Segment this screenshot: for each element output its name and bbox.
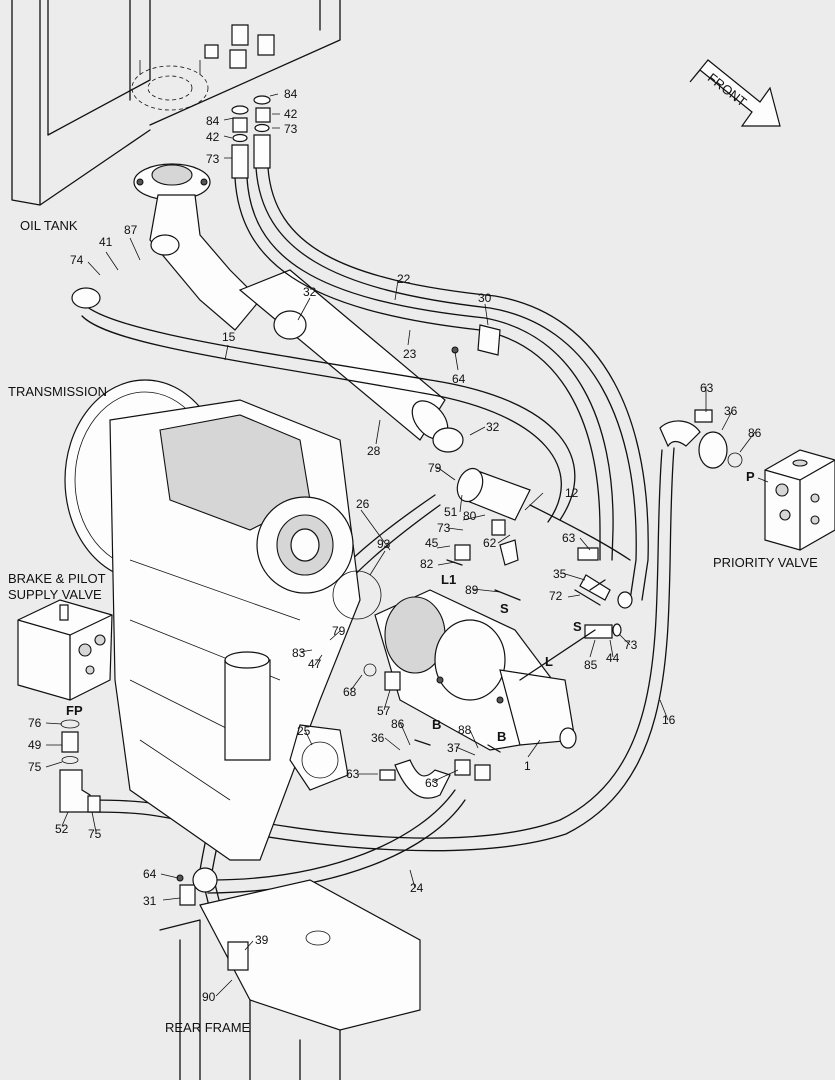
- misc-parts: [176, 324, 601, 882]
- callout: 31: [143, 894, 157, 908]
- callout: 24: [410, 881, 424, 895]
- callout: 90: [202, 990, 216, 1004]
- port-label: FP: [66, 703, 83, 718]
- pump-drawing: [374, 589, 577, 751]
- callout: 12: [565, 486, 579, 500]
- callout: 86: [748, 426, 762, 440]
- callout: 1: [524, 759, 531, 773]
- callout: 64: [452, 372, 466, 386]
- callout: 30: [478, 291, 492, 305]
- port-labels: FP L1 S S L B B P: [66, 469, 755, 744]
- callout: 79: [332, 624, 346, 638]
- priority-inlet-fittings: [659, 409, 743, 469]
- callout: 85: [584, 658, 598, 672]
- callout: 37: [447, 741, 461, 755]
- tank-fittings: [204, 24, 275, 179]
- port-label: S: [573, 619, 582, 634]
- callout: 73: [624, 638, 638, 652]
- callout: 76: [28, 716, 42, 730]
- callout: 32: [486, 420, 500, 434]
- callout: 72: [549, 589, 563, 603]
- transmission-label: TRANSMISSION: [8, 384, 107, 399]
- port-label: B: [497, 729, 506, 744]
- callout: 44: [606, 651, 620, 665]
- callout: 82: [420, 557, 434, 571]
- priority-valve-drawing: [764, 449, 835, 551]
- callout: 52: [55, 822, 69, 836]
- callout: 79: [428, 461, 442, 475]
- callout: 87: [124, 223, 138, 237]
- brake-pilot-label-2: SUPPLY VALVE: [8, 587, 102, 602]
- callout: 16: [662, 713, 676, 727]
- callout: 32: [303, 285, 317, 299]
- port-label: L: [545, 654, 553, 669]
- suction-fittings: [273, 310, 531, 566]
- callout: 23: [403, 347, 417, 361]
- callout: 42: [206, 130, 220, 144]
- callout: 86: [391, 717, 405, 731]
- callout: 45: [425, 536, 439, 550]
- port-label: S: [500, 601, 509, 616]
- callout: 73: [206, 152, 220, 166]
- callout: 84: [284, 87, 298, 101]
- callout: 49: [28, 738, 42, 752]
- leader-lines: [45, 93, 769, 997]
- rear-frame-label: REAR FRAME: [165, 1020, 251, 1035]
- callout: 88: [458, 723, 472, 737]
- callout: 63: [700, 381, 714, 395]
- callout: 89: [465, 583, 479, 597]
- pressure-fittings: [519, 547, 633, 681]
- rear-frame-drawing: [159, 867, 421, 1080]
- callout: 74: [70, 253, 84, 267]
- callout: 25: [297, 724, 311, 738]
- port-label: B: [432, 717, 441, 732]
- callout: 47: [308, 657, 322, 671]
- callout: 75: [28, 760, 42, 774]
- callout: 73: [284, 122, 298, 136]
- oil-tank-label: OIL TANK: [20, 218, 78, 233]
- callout: 63: [346, 767, 360, 781]
- front-arrow: [689, 59, 781, 127]
- callout: 63: [562, 531, 576, 545]
- callout: 28: [367, 444, 381, 458]
- callout: 80: [463, 509, 477, 523]
- brake-pilot-label-1: BRAKE & PILOT: [8, 571, 106, 586]
- callout: 15: [222, 330, 236, 344]
- port-label: L1: [441, 572, 456, 587]
- callout: 41: [99, 235, 113, 249]
- callout: 63: [425, 776, 439, 790]
- callout: 57: [377, 704, 391, 718]
- callout-numbers: 84 42 73 84 42 73 41 87 74 32 22 30 15 2…: [28, 87, 762, 1004]
- callout: 39: [255, 933, 269, 947]
- callout: 51: [444, 505, 458, 519]
- callout: 73: [437, 521, 451, 535]
- callout: 68: [343, 685, 357, 699]
- callout: 84: [206, 114, 220, 128]
- callout: 83: [292, 646, 306, 660]
- callout: 42: [284, 107, 298, 121]
- callout: 93: [377, 537, 391, 551]
- callout: 35: [553, 567, 567, 581]
- callout: 64: [143, 867, 157, 881]
- brake-valve-drawing: [17, 599, 113, 813]
- callout: 26: [356, 497, 370, 511]
- callout: 36: [371, 731, 385, 745]
- priority-valve-label: PRIORITY VALVE: [713, 555, 818, 570]
- port-label: P: [746, 469, 755, 484]
- callout: 22: [397, 272, 411, 286]
- callout: 36: [724, 404, 738, 418]
- callout: 75: [88, 827, 102, 841]
- callout: 62: [483, 536, 497, 550]
